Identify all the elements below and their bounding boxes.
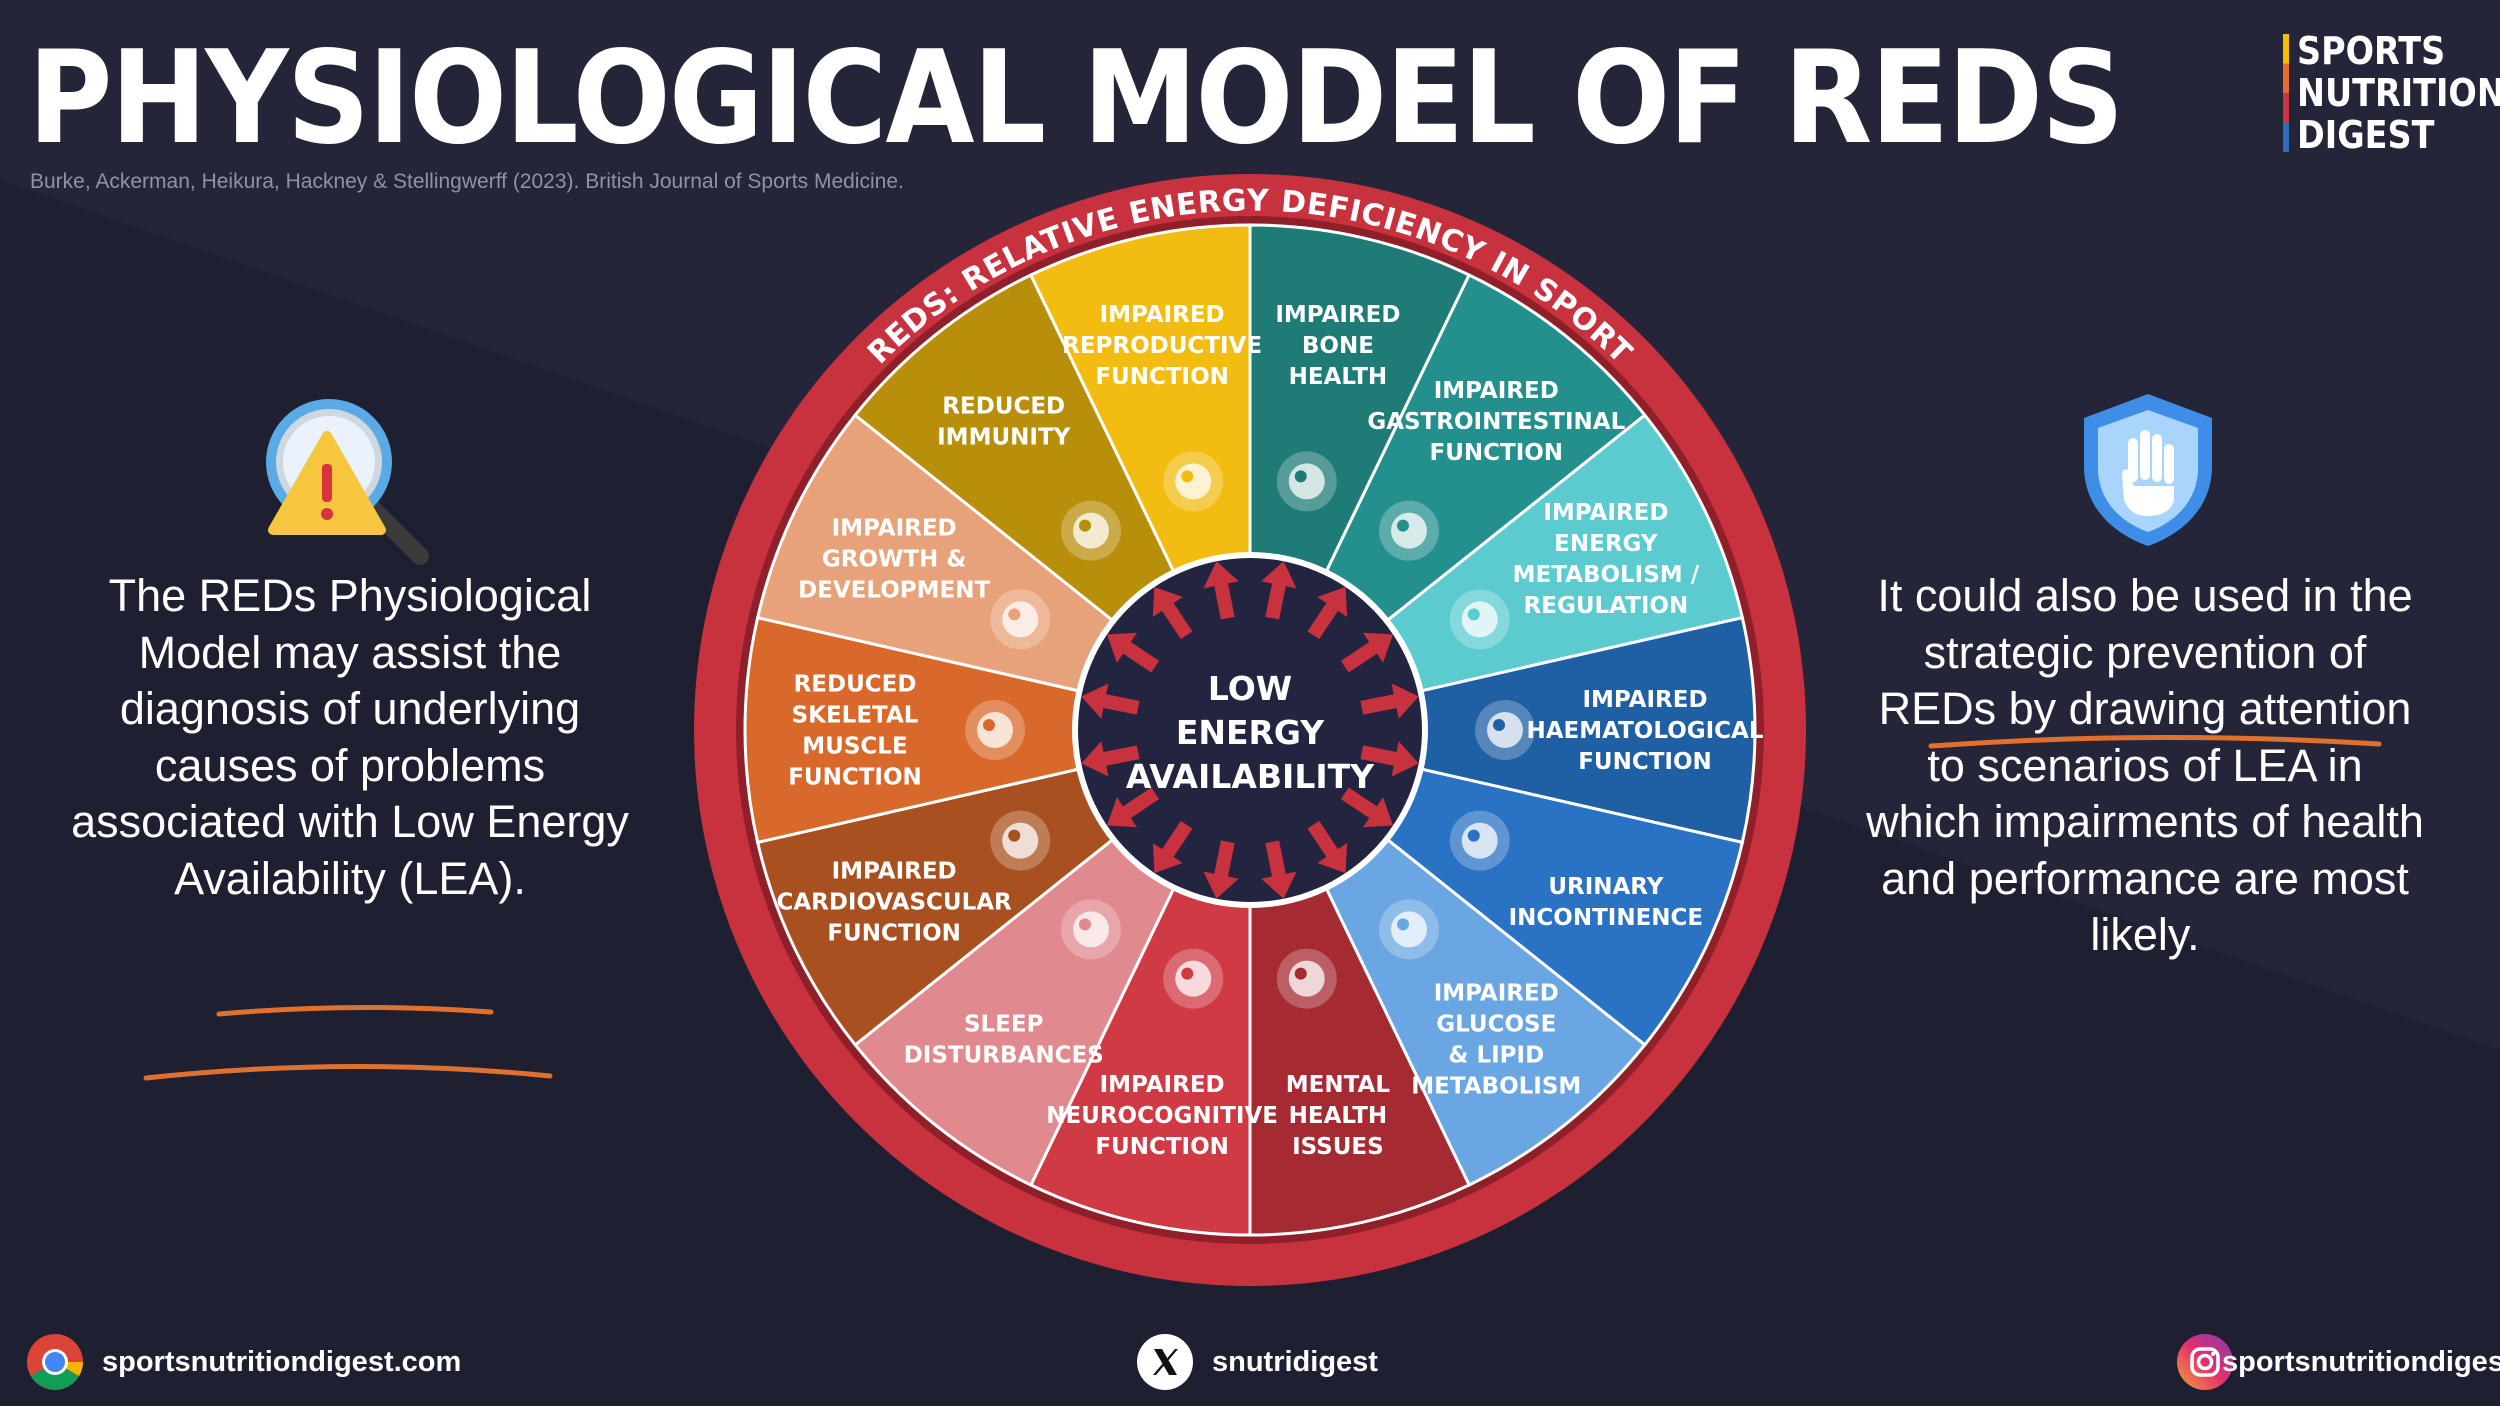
arrow — [1081, 741, 1140, 777]
lea-highlight: Low Energy Availability (LEA). — [174, 796, 629, 904]
kidney-icon — [1449, 810, 1510, 871]
arrow — [1152, 820, 1193, 874]
arrow — [1340, 787, 1394, 828]
heart-icon — [990, 810, 1051, 871]
arrow — [1081, 683, 1140, 719]
instagram-label: sportsnutritiondigest — [2222, 1345, 2500, 1378]
intestine-icon — [1378, 500, 1439, 561]
arrow — [1152, 586, 1193, 640]
arrow — [1203, 840, 1239, 899]
x-handle-label: snutridigest — [1212, 1345, 1378, 1378]
head-brain-icon — [1276, 948, 1337, 1009]
arrow — [1106, 632, 1160, 673]
arrow — [1360, 683, 1419, 719]
left-panel-text: The REDs Physiological Model may assist … — [70, 568, 630, 907]
footer-instagram[interactable]: sportsnutritiondigest — [2176, 1332, 2500, 1392]
arrow — [1360, 741, 1419, 777]
lea-underline — [143, 1063, 553, 1081]
bone-icon — [1276, 451, 1337, 512]
pancreas-icon — [1378, 899, 1439, 960]
brand-line-2: NUTRITION — [2297, 71, 2500, 115]
shield-hand-icon — [2078, 390, 2218, 550]
strategic-prevention-highlight: strategic prevention — [1923, 626, 2317, 678]
immunity-shield-icon — [1061, 500, 1122, 561]
blood-cells-icon — [1475, 700, 1535, 760]
arrow — [1307, 586, 1348, 640]
reds-wheel: REDS: RELATIVE ENERGY DEFICIENCY IN SPOR… — [694, 174, 1806, 1286]
center-hub — [1078, 558, 1422, 902]
footer-x-handle[interactable]: snutridigest — [1136, 1332, 1378, 1392]
brand-color-bar — [2283, 34, 2289, 152]
page-title: PHYSIOLOGICAL MODEL OF REDS — [28, 24, 2124, 173]
brain-icon — [1163, 948, 1224, 1009]
arrow — [1307, 820, 1348, 874]
right-panel-text-after: of REDs by drawing attention to scenario… — [1866, 626, 2424, 961]
right-panel-text: It could also be used in the strategic p… — [1865, 568, 2425, 964]
arrow — [1261, 840, 1297, 899]
website-label: sportsnutritiondigest.com — [102, 1345, 462, 1378]
low-energy-underline — [216, 1004, 494, 1017]
arrow — [1106, 787, 1160, 828]
left-panel-plain-text: The REDs Physiological Model may assist … — [71, 570, 592, 847]
brand-line-3: DIGEST — [2297, 113, 2435, 157]
x-logo-icon — [1137, 1334, 1193, 1390]
footer-website[interactable]: sportsnutritiondigest.com — [26, 1332, 461, 1392]
arrow — [1340, 632, 1394, 673]
arrow — [1261, 561, 1297, 620]
chrome-icon — [27, 1334, 83, 1390]
warning-magnifier-icon — [265, 398, 435, 568]
instagram-icon — [2177, 1334, 2233, 1390]
brand-logo: SPORTS NUTRITION DIGEST — [2283, 30, 2500, 156]
sleep-moon-icon — [1061, 899, 1122, 960]
uterus-icon — [1163, 451, 1224, 512]
right-panel-text-before: It could also be used in the — [1877, 570, 2413, 621]
arrow — [1203, 561, 1239, 620]
muscle-arm-icon — [965, 700, 1025, 760]
brand-line-1: SPORTS — [2297, 29, 2446, 73]
liver-icon — [1449, 589, 1510, 650]
strategic-prevention-underline — [1928, 734, 2382, 749]
height-measure-icon — [990, 589, 1051, 650]
citation: Burke, Ackerman, Heikura, Hackney & Stel… — [30, 170, 904, 193]
